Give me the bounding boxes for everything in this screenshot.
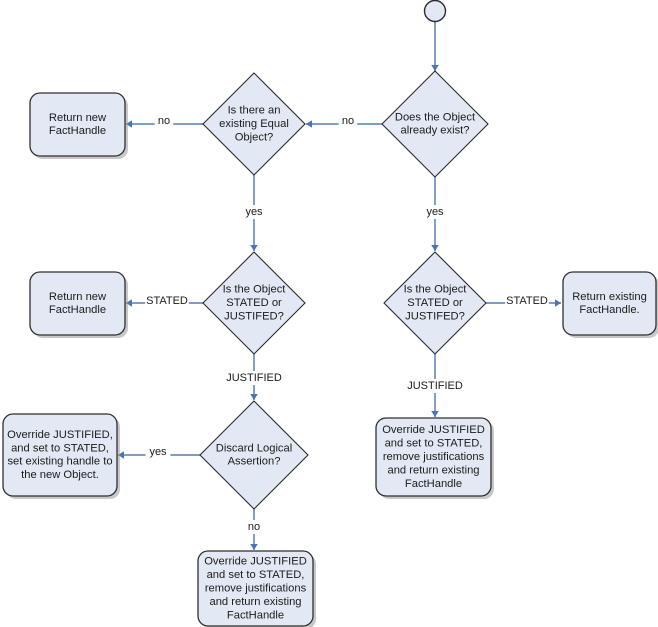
process-label: remove justifications <box>383 451 485 463</box>
edges-layer <box>118 22 561 550</box>
decision-label: STATED or <box>226 297 282 309</box>
edge-label-backdrop <box>222 371 286 385</box>
edge-label: yes <box>426 206 444 218</box>
edge-arrowhead <box>250 394 258 400</box>
edge-label-backdrop <box>241 205 267 219</box>
process-box <box>2 413 118 497</box>
process-label: Return new <box>49 291 107 303</box>
edge-label-backdrop <box>145 294 189 308</box>
start-node-circle <box>423 0 447 23</box>
process-label: FactHandle <box>49 304 106 316</box>
node-start[interactable] <box>423 0 447 23</box>
edge-arrowhead <box>431 65 439 71</box>
edge-arrowhead <box>126 299 132 307</box>
edge-label: yes <box>149 446 167 458</box>
process-box <box>29 271 126 336</box>
process-label: Override JUSTIFIED <box>382 424 485 436</box>
edge-start-to-does-object-exist <box>431 22 439 71</box>
edge-label: no <box>342 115 354 127</box>
process-label: and return existing <box>209 596 301 608</box>
decision-label: Object? <box>235 131 274 143</box>
edge-arrowhead <box>250 245 258 251</box>
process-box <box>197 550 314 627</box>
process-label: and set to STATED, <box>207 569 305 581</box>
edge-label-backdrop <box>145 445 171 459</box>
node-override-remove-justifications-right[interactable]: Override JUSTIFIED and set to STATED,remo… <box>375 417 494 499</box>
edge-label: STATED <box>146 295 188 307</box>
edge-label-backdrop <box>505 294 549 308</box>
decision-diamond <box>202 251 306 355</box>
edge-label-backdrop <box>154 114 174 128</box>
edge-label: JUSTIFIED <box>226 372 282 384</box>
decision-diamond <box>202 72 306 176</box>
edge-label-backdrop <box>338 114 358 128</box>
decision-label: Discard Logical <box>216 442 292 454</box>
edge-label: JUSTIFIED <box>407 380 463 392</box>
edge-arrowhead <box>118 451 124 459</box>
edge-arrowhead <box>555 299 561 307</box>
decision-label: already exist? <box>400 125 469 137</box>
decision-diamond <box>199 400 309 510</box>
process-label: and set to STATED, <box>11 442 109 454</box>
process-label: Override JUSTIFIED <box>204 556 307 568</box>
decision-label: Assertion? <box>228 456 281 468</box>
decision-label: existing Equal <box>219 118 289 130</box>
edge-label-backdrop <box>244 520 264 534</box>
decision-diamond <box>383 251 487 355</box>
process-label: FactHandle <box>227 609 284 621</box>
process-box <box>375 417 492 497</box>
edge-label-backdrop <box>422 205 448 219</box>
process-box <box>562 271 657 336</box>
decision-diamond <box>381 70 489 178</box>
process-label: Return new <box>49 112 107 124</box>
edge-label: no <box>158 115 170 127</box>
edge-label: yes <box>245 206 263 218</box>
process-label: set existing handle to <box>7 456 112 468</box>
edge-arrowhead <box>250 544 258 550</box>
process-label: FactHandle. <box>579 304 639 316</box>
decision-label: STATED or <box>407 297 463 309</box>
decision-label: Is the Object <box>404 284 468 296</box>
process-box <box>29 92 126 157</box>
process-label: and set to STATED, <box>385 438 483 450</box>
decision-label: JUSTIFED? <box>224 310 284 322</box>
edge-label-backdrop <box>403 379 467 393</box>
edge-label: STATED <box>506 295 548 307</box>
edge-arrowhead <box>431 411 439 417</box>
process-label: and return existing <box>387 464 479 476</box>
node-override-set-existing-handle[interactable]: Override JUSTIFIED,and set to STATED, set… <box>2 413 120 499</box>
process-label: FactHandle <box>49 125 106 137</box>
process-label: Override JUSTIFIED, <box>7 429 113 441</box>
decision-label: JUSTIFED? <box>405 310 465 322</box>
edge-arrowhead <box>306 120 312 128</box>
process-label: Return existing <box>572 291 647 303</box>
edge-label: no <box>248 521 260 533</box>
decision-label: Does the Object <box>395 111 476 123</box>
node-does-object-exist[interactable]: Does the Object already exist? <box>381 70 489 178</box>
edge-arrowhead <box>126 120 132 128</box>
process-label: FactHandle <box>405 478 462 490</box>
edge-arrowhead <box>431 245 439 251</box>
process-label: the new Object. <box>21 469 99 481</box>
process-label: remove justifications <box>205 582 307 594</box>
decision-label: Is there an <box>228 105 281 117</box>
decision-label: Is the Object <box>223 284 287 296</box>
